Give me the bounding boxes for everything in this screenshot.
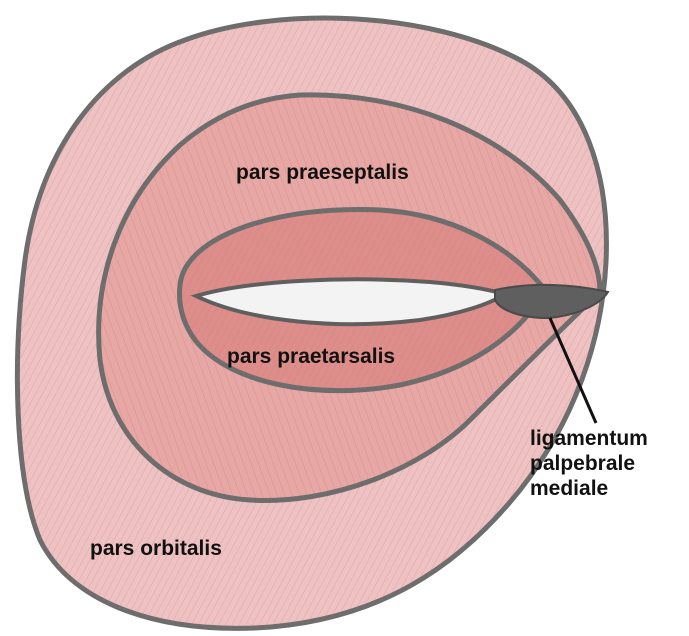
ligament-label-line-3: mediale xyxy=(530,477,648,502)
ligament-label-line-1: ligamentum xyxy=(530,427,648,452)
pars-orbitalis-label: pars orbitalis xyxy=(90,538,222,560)
pars-praeseptalis-label: pars praeseptalis xyxy=(236,162,409,184)
ligamentum-palpebrale-mediale-label: ligamentum palpebrale mediale xyxy=(530,427,648,501)
ligament-label-line-2: palpebrale xyxy=(530,452,648,477)
pars-praetarsalis-label: pars praetarsalis xyxy=(227,346,395,368)
